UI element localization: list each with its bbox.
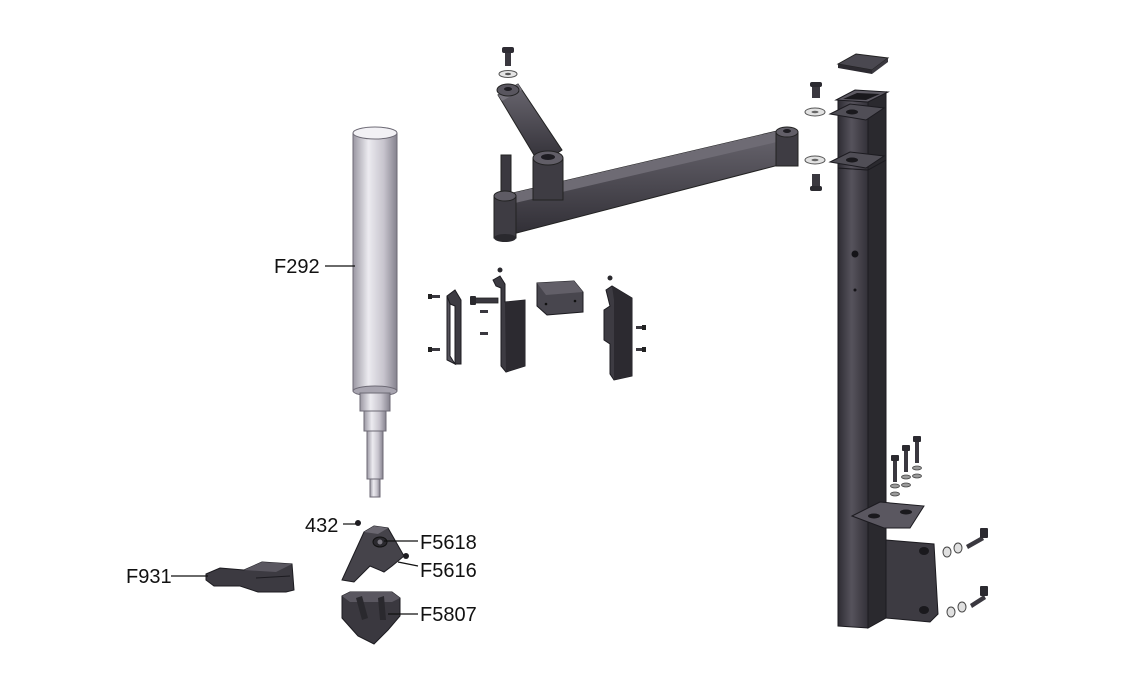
label-f5807: F5807 xyxy=(420,604,477,626)
handle-bracket xyxy=(446,289,462,366)
label-432: 432 xyxy=(305,515,338,537)
part-f931 xyxy=(205,561,295,593)
screws-left xyxy=(428,294,440,352)
post-upper-bolt xyxy=(810,82,822,98)
label-f5616: F5616 xyxy=(420,560,477,582)
part-f5618 xyxy=(341,525,405,583)
label-f931: F931 xyxy=(126,566,172,588)
washer-lower xyxy=(804,155,826,165)
side-bracket xyxy=(603,275,646,381)
post-cap-plate xyxy=(836,53,890,74)
vertical-post xyxy=(828,89,939,629)
pin-bracket xyxy=(470,267,526,373)
swing-arm-assembly xyxy=(493,47,799,242)
washer-upper xyxy=(804,107,826,117)
cover-plate xyxy=(536,280,584,316)
part-f5807 xyxy=(341,591,401,645)
gas-spring-f292 xyxy=(352,126,398,498)
label-f292: F292 xyxy=(274,256,320,278)
part-f5616-screw xyxy=(403,553,409,559)
label-f5618: F5618 xyxy=(420,532,477,554)
f5616-leader xyxy=(397,561,419,567)
wall-plate-bolts xyxy=(942,528,988,618)
post-lower-bolt xyxy=(810,174,822,191)
bracket-bolts xyxy=(890,436,922,497)
part-432-dot xyxy=(355,520,361,526)
